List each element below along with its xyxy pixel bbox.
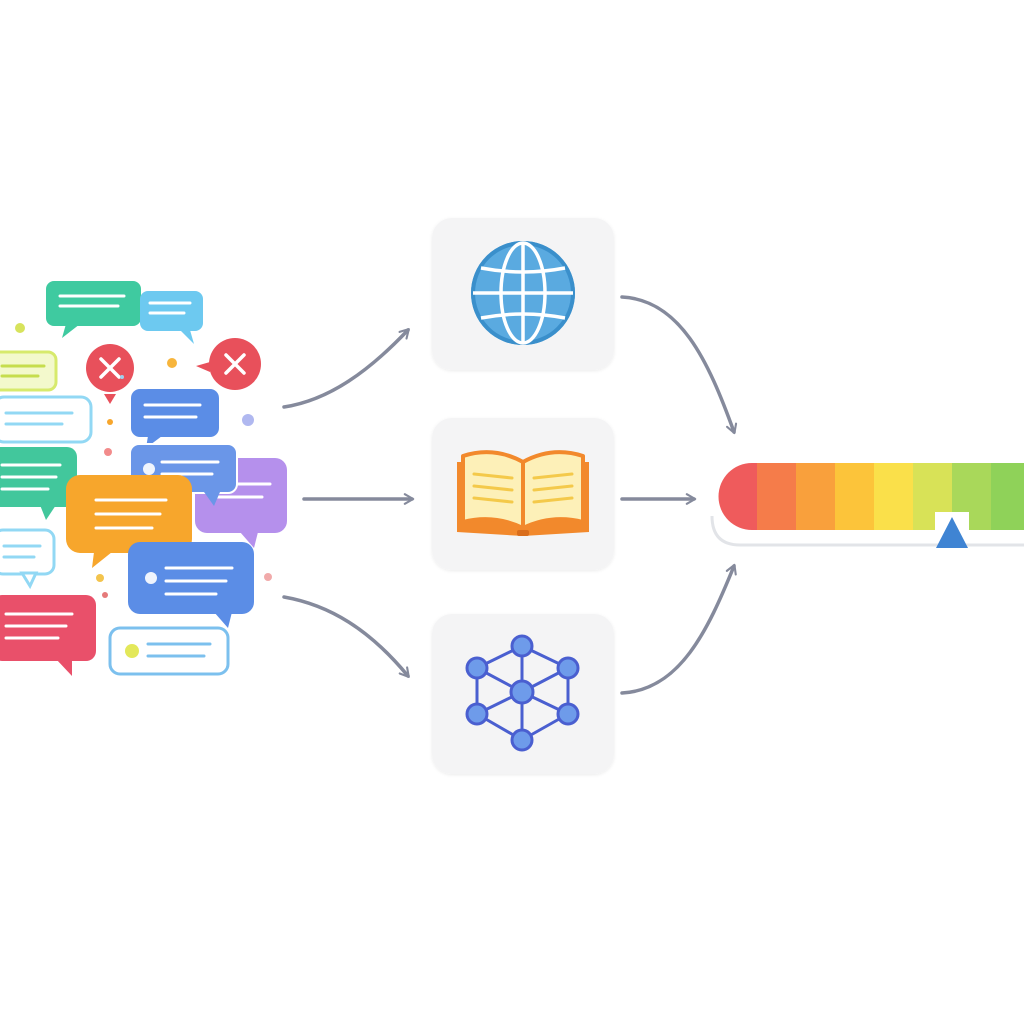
scale-segment xyxy=(874,463,914,530)
source-card-web xyxy=(432,218,614,370)
network-graph-icon xyxy=(465,634,580,752)
x-circle-icon xyxy=(86,344,134,404)
arrow-to-graph xyxy=(282,595,410,678)
arrow-to-web xyxy=(282,328,410,409)
chat-bubble-icon xyxy=(140,291,203,344)
chat-bubble-icon xyxy=(108,626,230,676)
confetti-dots xyxy=(15,323,272,598)
scale-baseline xyxy=(710,515,1024,547)
scale-gradient-bar xyxy=(718,463,1024,530)
scale-segment xyxy=(991,463,1024,530)
chat-bubble-icon xyxy=(131,389,219,448)
x-circle-icon xyxy=(196,338,261,390)
scale-segment xyxy=(718,463,758,530)
chat-bubble-icon xyxy=(0,350,58,392)
rating-scale xyxy=(710,463,1024,548)
chat-bubble-icon xyxy=(0,447,77,520)
input-arrows xyxy=(282,328,415,678)
scale-segment xyxy=(796,463,836,530)
source-card-books xyxy=(432,418,614,570)
chat-bubble-icon xyxy=(0,395,93,444)
chat-bubble-icon xyxy=(66,475,192,568)
globe-icon xyxy=(471,241,575,345)
chat-bubble-icon xyxy=(0,595,96,676)
chat-bubble-icon xyxy=(0,528,56,590)
output-arrows xyxy=(620,295,738,695)
scale-segment xyxy=(835,463,875,530)
arrow-graph-to-scale xyxy=(620,563,737,695)
chat-bubble-icon xyxy=(128,542,254,628)
open-book-icon xyxy=(457,450,589,536)
arrow-web-to-scale xyxy=(620,295,738,435)
source-card-knowledge-graph xyxy=(432,614,614,774)
triangle-pointer-icon xyxy=(935,512,969,548)
chat-bubble-icon xyxy=(46,281,141,338)
chat-bubble-cluster xyxy=(0,281,287,676)
scale-segment xyxy=(757,463,797,530)
